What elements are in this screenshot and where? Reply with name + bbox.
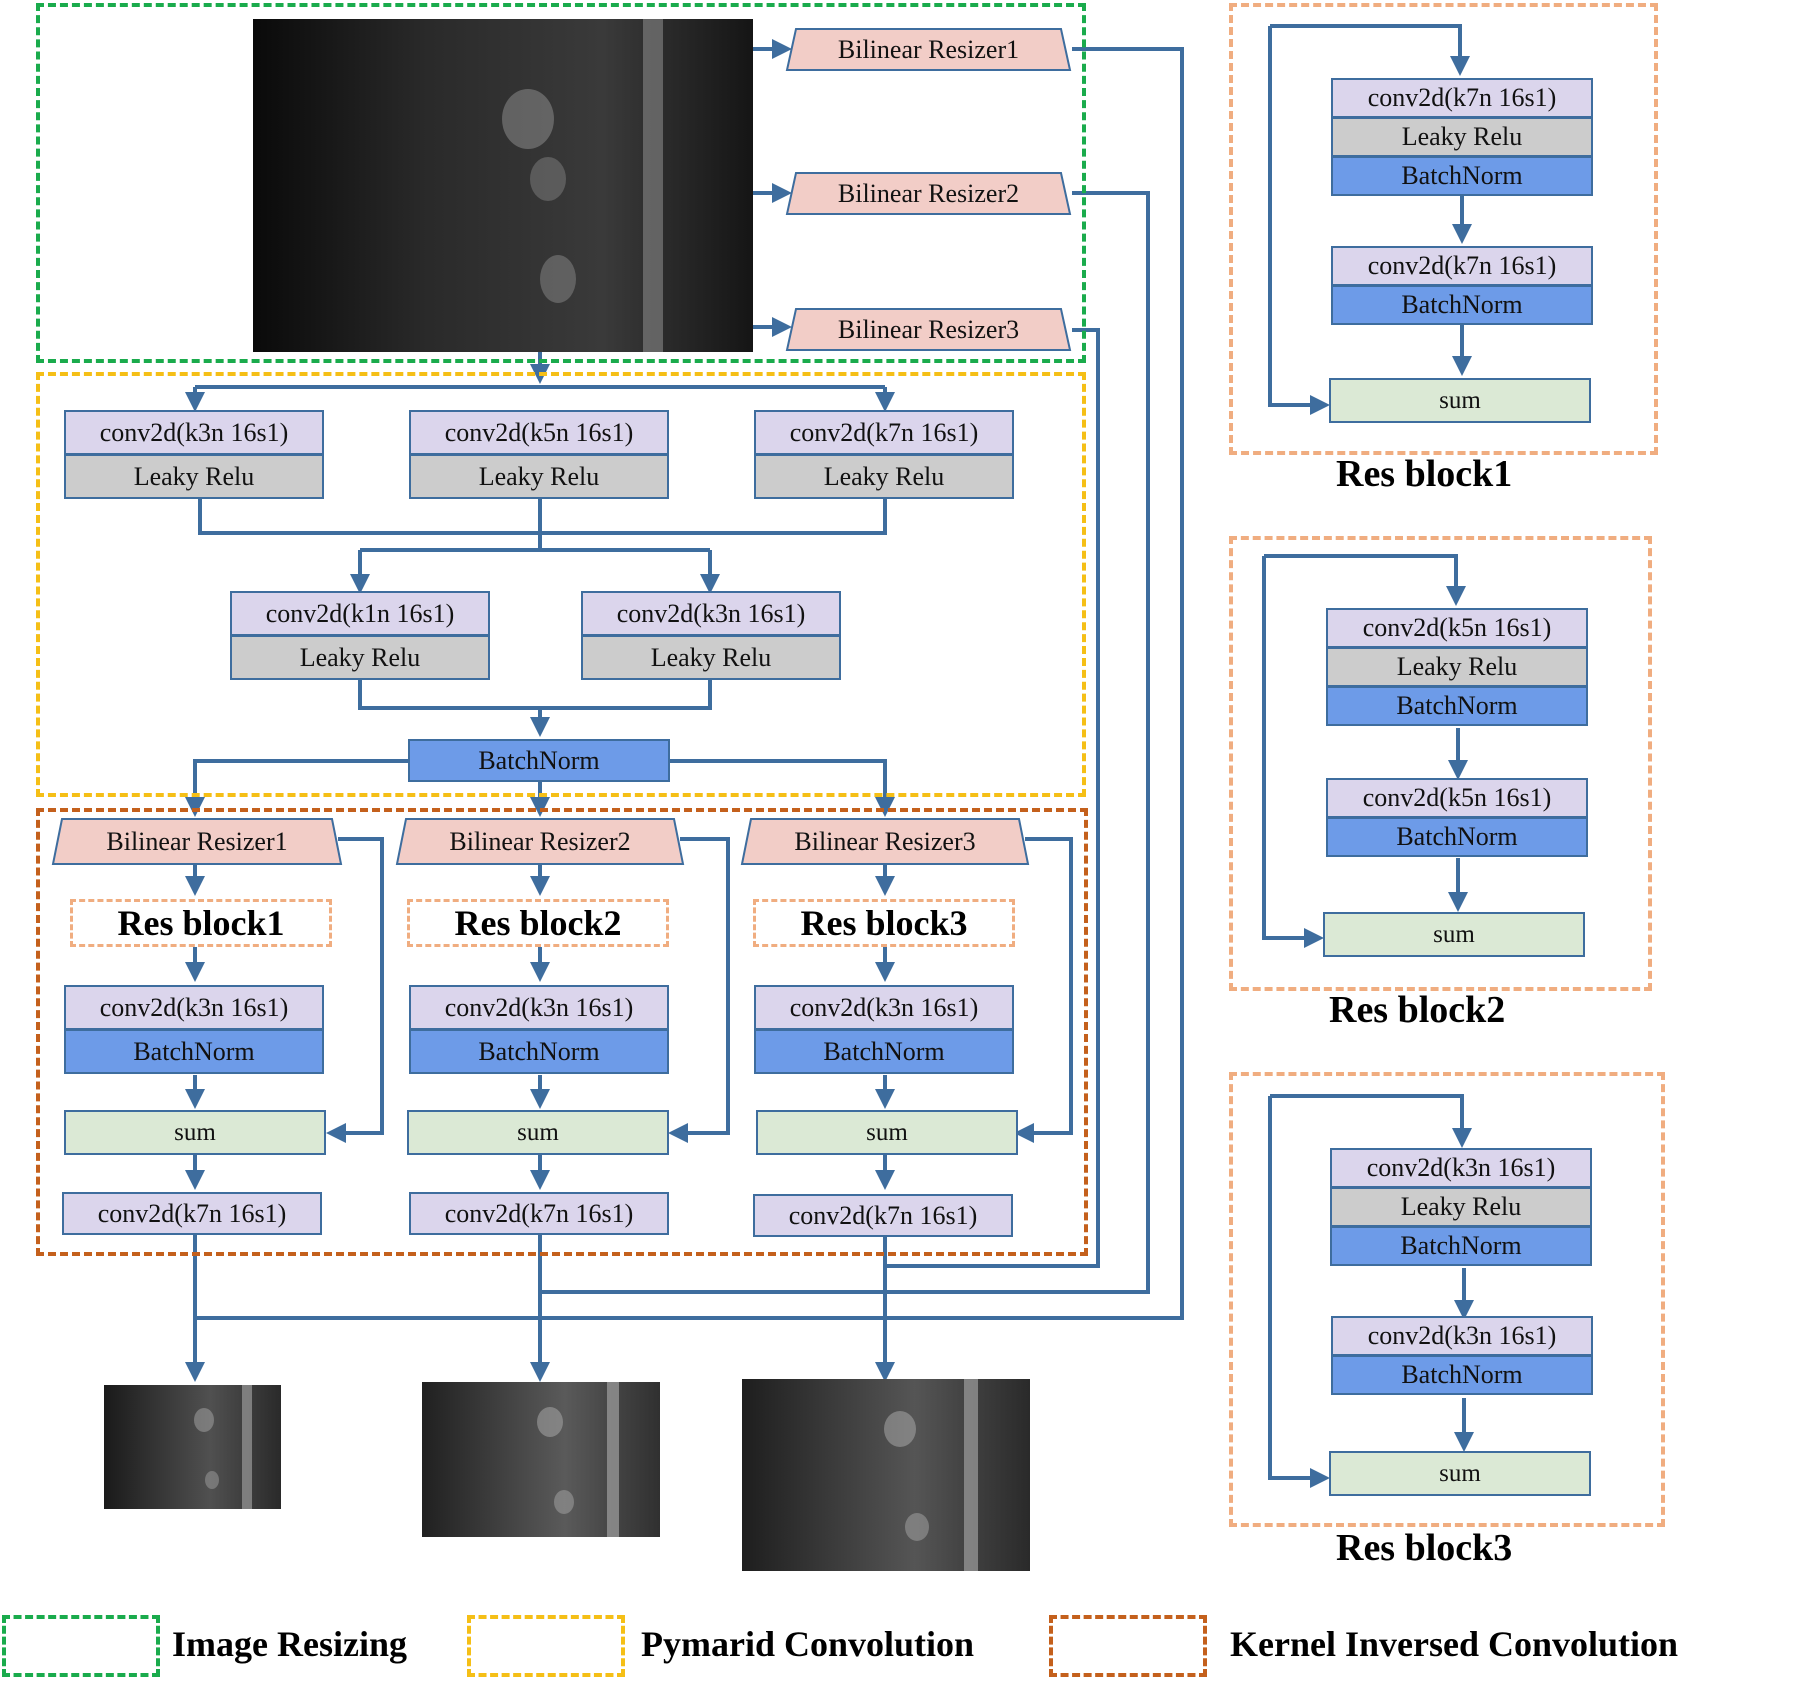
res-block-3-batchnorm-a: BatchNorm: [1330, 1226, 1592, 1266]
kic-batchnorm-2: BatchNorm: [409, 1029, 669, 1074]
res-block-3-batchnorm-b: BatchNorm: [1331, 1355, 1593, 1395]
kic-res-block-1: Res block1: [70, 899, 332, 947]
legend-label-pyramid-convolution: Pymarid Convolution: [641, 1624, 975, 1664]
resizer-label: Bilinear Resizer2: [449, 826, 631, 856]
legend-swatch-kernel-inversed-convolution: [1049, 1615, 1207, 1677]
res-block-1-frame: [1229, 3, 1658, 455]
pavement-output-small: [104, 1385, 281, 1509]
bilinear-resizer-2-top: Bilinear Resizer2: [785, 172, 1072, 215]
res-block-1-batchnorm-b: BatchNorm: [1331, 285, 1593, 325]
res-block-2-conv-a: conv2d(k5n 16s1): [1326, 608, 1588, 648]
res-block-1-conv-a: conv2d(k7n 16s1): [1331, 78, 1593, 118]
res-block-2-title: Res block2: [1329, 989, 1506, 1031]
res-block-1-sum: sum: [1329, 378, 1591, 423]
bilinear-resizer-3-top: Bilinear Resizer3: [785, 308, 1072, 351]
bilinear-resizer-1-top: Bilinear Resizer1: [785, 28, 1072, 71]
res-block-3-title: Res block3: [1336, 1527, 1513, 1569]
res-block-2-frame: [1229, 536, 1652, 991]
res-block-2-batchnorm-a: BatchNorm: [1326, 686, 1588, 726]
res-block-3-sum: sum: [1329, 1451, 1591, 1496]
resizer-label: Bilinear Resizer2: [837, 178, 1020, 208]
resizer-label: Bilinear Resizer1: [837, 34, 1020, 64]
pavement-input-image: [253, 19, 753, 352]
pyramid-conv-k1: conv2d(k1n 16s1): [230, 591, 490, 636]
kic-out-conv-3: conv2d(k7n 16s1): [753, 1194, 1013, 1237]
kic-resizer-2: Bilinear Resizer2: [395, 818, 685, 865]
pyramid-relu-1: Leaky Relu: [64, 454, 324, 499]
kic-sum-2: sum: [407, 1110, 669, 1155]
pyramid-convolution-frame: [36, 372, 1086, 797]
kic-batchnorm-1: BatchNorm: [64, 1029, 324, 1074]
pyramid-conv-k3-second: conv2d(k3n 16s1): [581, 591, 841, 636]
pyramid-relu-3: Leaky Relu: [754, 454, 1014, 499]
res-block-1-title: Res block1: [1336, 453, 1513, 495]
res-block-3-conv-a: conv2d(k3n 16s1): [1330, 1148, 1592, 1188]
kic-resizer-3: Bilinear Resizer3: [740, 818, 1030, 865]
legend-label-image-resizing: Image Resizing: [172, 1624, 407, 1664]
pyramid-batchnorm: BatchNorm: [408, 739, 670, 782]
kic-sum-3: sum: [756, 1110, 1018, 1155]
pavement-output-medium: [422, 1382, 660, 1537]
pyramid-relu-2: Leaky Relu: [409, 454, 669, 499]
pyramid-conv-k7: conv2d(k7n 16s1): [754, 410, 1014, 455]
pyramid-conv-k5: conv2d(k5n 16s1): [409, 410, 669, 455]
kic-out-conv-1: conv2d(k7n 16s1): [62, 1192, 322, 1235]
kic-batchnorm-3: BatchNorm: [754, 1029, 1014, 1074]
res-block-2-relu: Leaky Relu: [1326, 647, 1588, 687]
res-block-2-sum: sum: [1323, 912, 1585, 957]
res-block-2-conv-b: conv2d(k5n 16s1): [1326, 778, 1588, 818]
res-block-1-conv-b: conv2d(k7n 16s1): [1331, 246, 1593, 286]
res-block-3-conv-b: conv2d(k3n 16s1): [1331, 1316, 1593, 1356]
res-block-1-relu: Leaky Relu: [1331, 117, 1593, 157]
kic-conv-2: conv2d(k3n 16s1): [409, 985, 669, 1030]
kic-out-conv-2: conv2d(k7n 16s1): [409, 1192, 669, 1235]
kic-sum-1: sum: [64, 1110, 326, 1155]
res-block-2-batchnorm-b: BatchNorm: [1326, 817, 1588, 857]
res-block-3-frame: [1229, 1072, 1665, 1527]
pyramid-relu-4: Leaky Relu: [230, 635, 490, 680]
kernel-inversed-convolution-frame: [36, 808, 1088, 1256]
legend-swatch-image-resizing: [2, 1615, 160, 1677]
resizer-label: Bilinear Resizer3: [837, 314, 1020, 344]
image-resizing-frame: [36, 3, 1086, 363]
res-block-3-relu: Leaky Relu: [1330, 1187, 1592, 1227]
kic-resizer-1: Bilinear Resizer1: [51, 818, 343, 865]
pavement-output-large: [742, 1379, 1030, 1571]
kic-res-block-3: Res block3: [753, 899, 1015, 947]
legend-label-kernel-inversed-convolution: Kernel Inversed Convolution: [1230, 1624, 1679, 1664]
kic-conv-3: conv2d(k3n 16s1): [754, 985, 1014, 1030]
res-block-1-batchnorm-a: BatchNorm: [1331, 156, 1593, 196]
pyramid-relu-5: Leaky Relu: [581, 635, 841, 680]
legend-swatch-pyramid-convolution: [467, 1615, 625, 1677]
pyramid-conv-k3: conv2d(k3n 16s1): [64, 410, 324, 455]
resizer-label: Bilinear Resizer3: [794, 826, 976, 856]
resizer-label: Bilinear Resizer1: [106, 826, 288, 856]
kic-res-block-2: Res block2: [407, 899, 669, 947]
kic-conv-1: conv2d(k3n 16s1): [64, 985, 324, 1030]
